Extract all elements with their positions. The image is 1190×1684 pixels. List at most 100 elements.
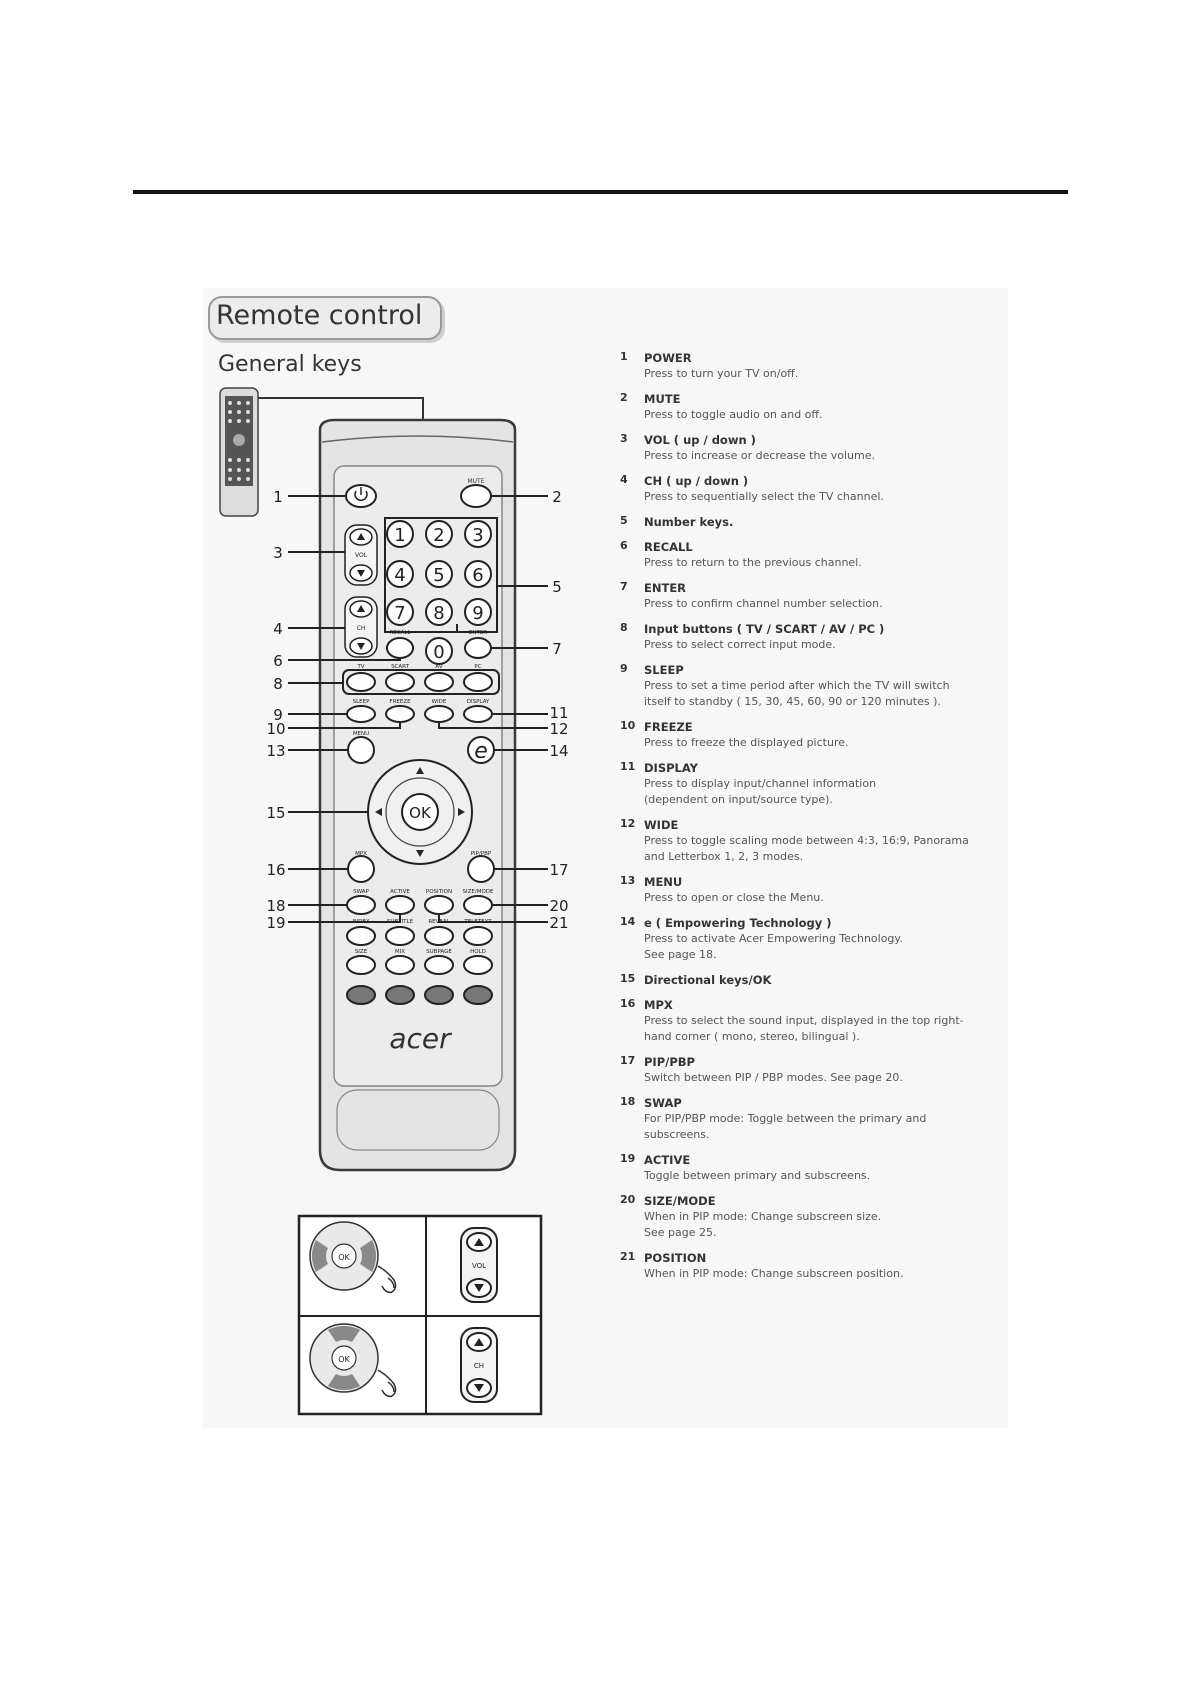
av-label: AV bbox=[435, 664, 442, 670]
item-description: Press to sequentially select the TV chan… bbox=[644, 490, 884, 503]
ch-up-button[interactable] bbox=[349, 600, 373, 618]
top-rule bbox=[133, 190, 1068, 194]
teletext-button[interactable] bbox=[463, 926, 493, 946]
number-key-8[interactable]: 8 bbox=[425, 598, 453, 626]
item-number: 14 bbox=[620, 915, 636, 928]
item-number: 11 bbox=[620, 760, 636, 773]
av-button[interactable] bbox=[424, 672, 454, 692]
sizemode-button[interactable] bbox=[463, 895, 493, 915]
reveal-button[interactable] bbox=[424, 926, 454, 946]
vol-up-button[interactable] bbox=[349, 528, 373, 546]
ok-button[interactable]: OK bbox=[401, 793, 439, 831]
subtitle-button[interactable] bbox=[385, 926, 415, 946]
display-button[interactable] bbox=[463, 705, 493, 723]
color-key-3[interactable] bbox=[424, 985, 454, 1005]
up-arrow-icon bbox=[474, 1238, 484, 1246]
item-description: Press to set a time period after which t… bbox=[644, 679, 950, 692]
ch-label: CH bbox=[357, 625, 366, 632]
number-key-9[interactable]: 9 bbox=[464, 598, 492, 626]
item-description: Press to toggle scaling mode between 4:3… bbox=[644, 834, 969, 847]
number-key-6[interactable]: 6 bbox=[464, 560, 492, 588]
mix-button[interactable] bbox=[385, 955, 415, 975]
item-description: Press to freeze the displayed picture. bbox=[644, 736, 849, 749]
empowering-e-button[interactable]: e bbox=[467, 736, 495, 764]
mute-button[interactable] bbox=[460, 484, 492, 508]
item-title: ENTER bbox=[644, 581, 687, 595]
item-description: See page 25. bbox=[644, 1226, 717, 1239]
item-number: 9 bbox=[620, 662, 628, 675]
active-button[interactable] bbox=[385, 895, 415, 915]
power-button[interactable] bbox=[345, 484, 377, 508]
item-number: 1 bbox=[620, 350, 628, 363]
hold-button[interactable] bbox=[463, 955, 493, 975]
size-button[interactable] bbox=[346, 955, 376, 975]
svg-text:OK: OK bbox=[409, 804, 432, 822]
scart-button[interactable] bbox=[385, 672, 415, 692]
page-title: Remote control bbox=[216, 300, 423, 331]
freeze-button[interactable] bbox=[385, 705, 415, 723]
subpage-button[interactable] bbox=[424, 955, 454, 975]
svg-text:14: 14 bbox=[549, 742, 568, 760]
item-title: POWER bbox=[644, 351, 692, 365]
svg-text:21: 21 bbox=[549, 914, 568, 932]
svg-text:7: 7 bbox=[394, 603, 405, 624]
color-key-4[interactable] bbox=[463, 985, 493, 1005]
mpx-button[interactable] bbox=[347, 855, 375, 883]
index-button[interactable] bbox=[346, 926, 376, 946]
number-key-1[interactable]: 1 bbox=[386, 520, 414, 548]
tv-button[interactable] bbox=[346, 672, 376, 692]
item-description: (dependent on input/source type). bbox=[644, 793, 833, 806]
item-number: 8 bbox=[620, 621, 628, 634]
number-key-5[interactable]: 5 bbox=[425, 560, 453, 588]
item-title: e ( Empowering Technology ) bbox=[644, 916, 832, 930]
color-key-2[interactable] bbox=[385, 985, 415, 1005]
svg-text:12: 12 bbox=[549, 720, 568, 738]
item-title: MUTE bbox=[644, 392, 681, 406]
number-key-4[interactable]: 4 bbox=[386, 560, 414, 588]
pipbbp-button[interactable] bbox=[467, 855, 495, 883]
item-description: Press to turn your TV on/off. bbox=[644, 367, 799, 380]
number-key-0[interactable]: 0 bbox=[425, 637, 453, 665]
wide-button[interactable] bbox=[424, 705, 454, 723]
svg-text:3: 3 bbox=[273, 544, 283, 562]
number-key-3[interactable]: 3 bbox=[464, 520, 492, 548]
item-number: 6 bbox=[620, 539, 628, 552]
recall-button[interactable] bbox=[386, 637, 414, 659]
svg-text:2: 2 bbox=[552, 488, 562, 506]
swap-button[interactable] bbox=[346, 895, 376, 915]
enter-button[interactable] bbox=[464, 637, 492, 659]
position-button[interactable] bbox=[424, 895, 454, 915]
mute-label: MUTE bbox=[467, 478, 484, 485]
color-key-1[interactable] bbox=[346, 985, 376, 1005]
right-arrow-icon bbox=[458, 808, 465, 816]
mix-label: MIX bbox=[395, 949, 405, 955]
number-key-2[interactable]: 2 bbox=[425, 520, 453, 548]
svg-text:8: 8 bbox=[273, 675, 283, 693]
sleep-button[interactable] bbox=[346, 705, 376, 723]
item-number: 17 bbox=[620, 1054, 636, 1067]
item-description: Press to toggle audio on and off. bbox=[644, 408, 823, 421]
acer-logo: acer bbox=[389, 1022, 452, 1055]
item-description: Switch between PIP / PBP modes. See page… bbox=[644, 1071, 903, 1084]
item-title: Input buttons ( TV / SCART / AV / PC ) bbox=[644, 622, 885, 636]
item-title: MENU bbox=[644, 875, 683, 889]
item-number: 7 bbox=[620, 580, 628, 593]
pc-button[interactable] bbox=[463, 672, 493, 692]
thumbnail-remote bbox=[219, 387, 424, 517]
number-key-7[interactable]: 7 bbox=[386, 598, 414, 626]
menu-button[interactable] bbox=[347, 736, 375, 764]
ch-down-button[interactable] bbox=[349, 637, 373, 655]
position-label: POSITION bbox=[426, 889, 452, 895]
svg-text:CH: CH bbox=[474, 1362, 484, 1370]
vol-down-button[interactable] bbox=[349, 564, 373, 582]
